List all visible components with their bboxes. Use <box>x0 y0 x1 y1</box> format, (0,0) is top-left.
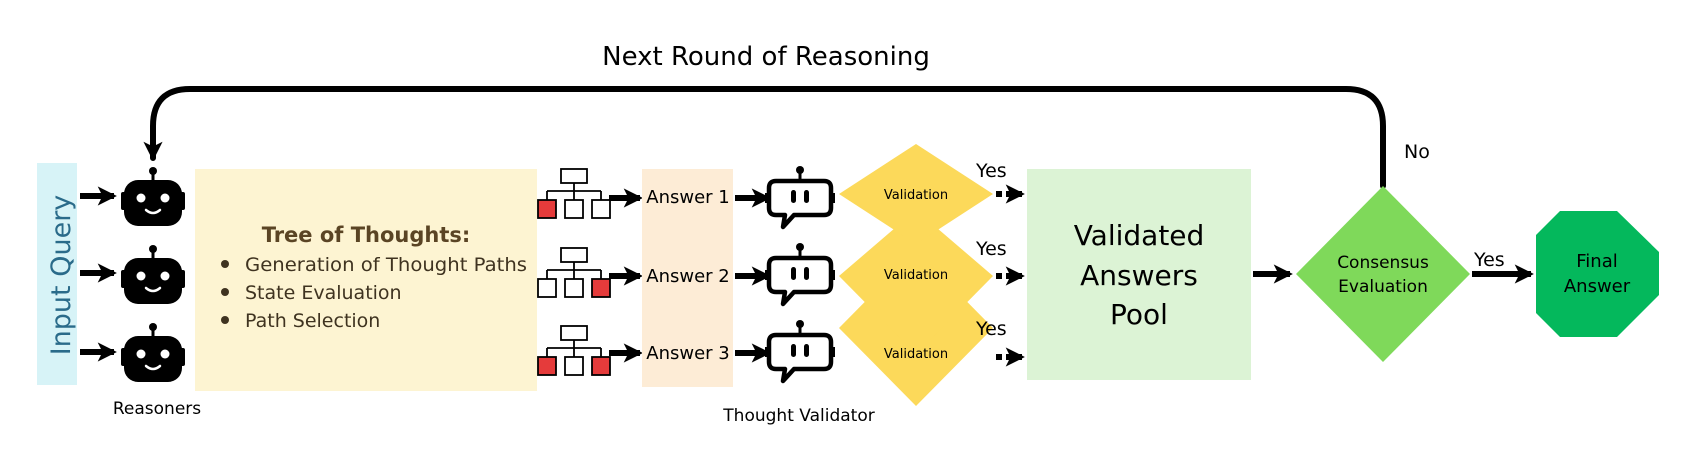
tot-bullet-2 <box>221 288 229 296</box>
tot-item-1: Generation of Thought Paths <box>245 254 527 276</box>
answer-label-1: Answer 1 <box>646 187 729 208</box>
validator-bubble-icon-1 <box>765 166 835 227</box>
consensus-evaluation-diamond <box>1296 186 1470 362</box>
tot-bullet-1 <box>221 260 229 268</box>
reasoners-label: Reasoners <box>113 399 201 419</box>
tot-heading: Tree of Thoughts: <box>262 223 471 247</box>
answers-box <box>642 169 733 387</box>
answer-label-2: Answer 2 <box>646 266 729 287</box>
no-label: No <box>1404 141 1430 163</box>
thought-tree-icon-2 <box>537 247 611 298</box>
tot-item-2: State Evaluation <box>245 282 402 304</box>
consensus-line-1: Consensus <box>1337 253 1429 273</box>
validation-label-2: Validation <box>884 268 948 283</box>
pool-line-1: Validated <box>1074 219 1205 252</box>
validation-label-3: Validation <box>884 347 948 362</box>
final-line-1: Final <box>1576 251 1617 272</box>
thought-tree-icon-3 <box>537 325 611 376</box>
validator-bubble-icon-3 <box>765 320 835 381</box>
validator-label: Thought Validator <box>722 406 874 426</box>
yes-label-final: Yes <box>1473 249 1505 271</box>
yes-label-1: Yes <box>975 160 1007 182</box>
thought-tree-icon-1 <box>537 168 611 219</box>
answer-label-3: Answer 3 <box>646 343 729 364</box>
pool-line-2: Answers <box>1080 259 1198 292</box>
final-line-2: Answer <box>1564 276 1631 297</box>
input-query-label: Input Query <box>46 195 77 356</box>
reasoner-robot-icon-2 <box>119 243 187 306</box>
validator-bubble-icon-2 <box>765 243 835 304</box>
validation-label-1: Validation <box>884 188 948 203</box>
input-query-box <box>37 163 77 385</box>
tree-of-thoughts-box <box>195 169 537 391</box>
tot-bullet-3 <box>221 316 229 324</box>
yes-label-3: Yes <box>975 318 1007 340</box>
consensus-line-2: Evaluation <box>1338 277 1428 297</box>
validation-diamond-2 <box>839 210 993 354</box>
loop-title: Next Round of Reasoning <box>602 42 930 72</box>
feedback-loop-arrow <box>143 86 1386 189</box>
final-answer-octagon <box>1536 211 1659 337</box>
reasoner-robot-icon-3 <box>119 321 187 384</box>
validation-diamond-1 <box>839 144 993 244</box>
yes-label-2: Yes <box>975 238 1007 260</box>
validated-answers-pool <box>1027 169 1251 380</box>
pool-line-3: Pool <box>1110 298 1168 331</box>
reasoner-robot-icon-1 <box>119 165 187 228</box>
tot-item-3: Path Selection <box>245 310 380 332</box>
